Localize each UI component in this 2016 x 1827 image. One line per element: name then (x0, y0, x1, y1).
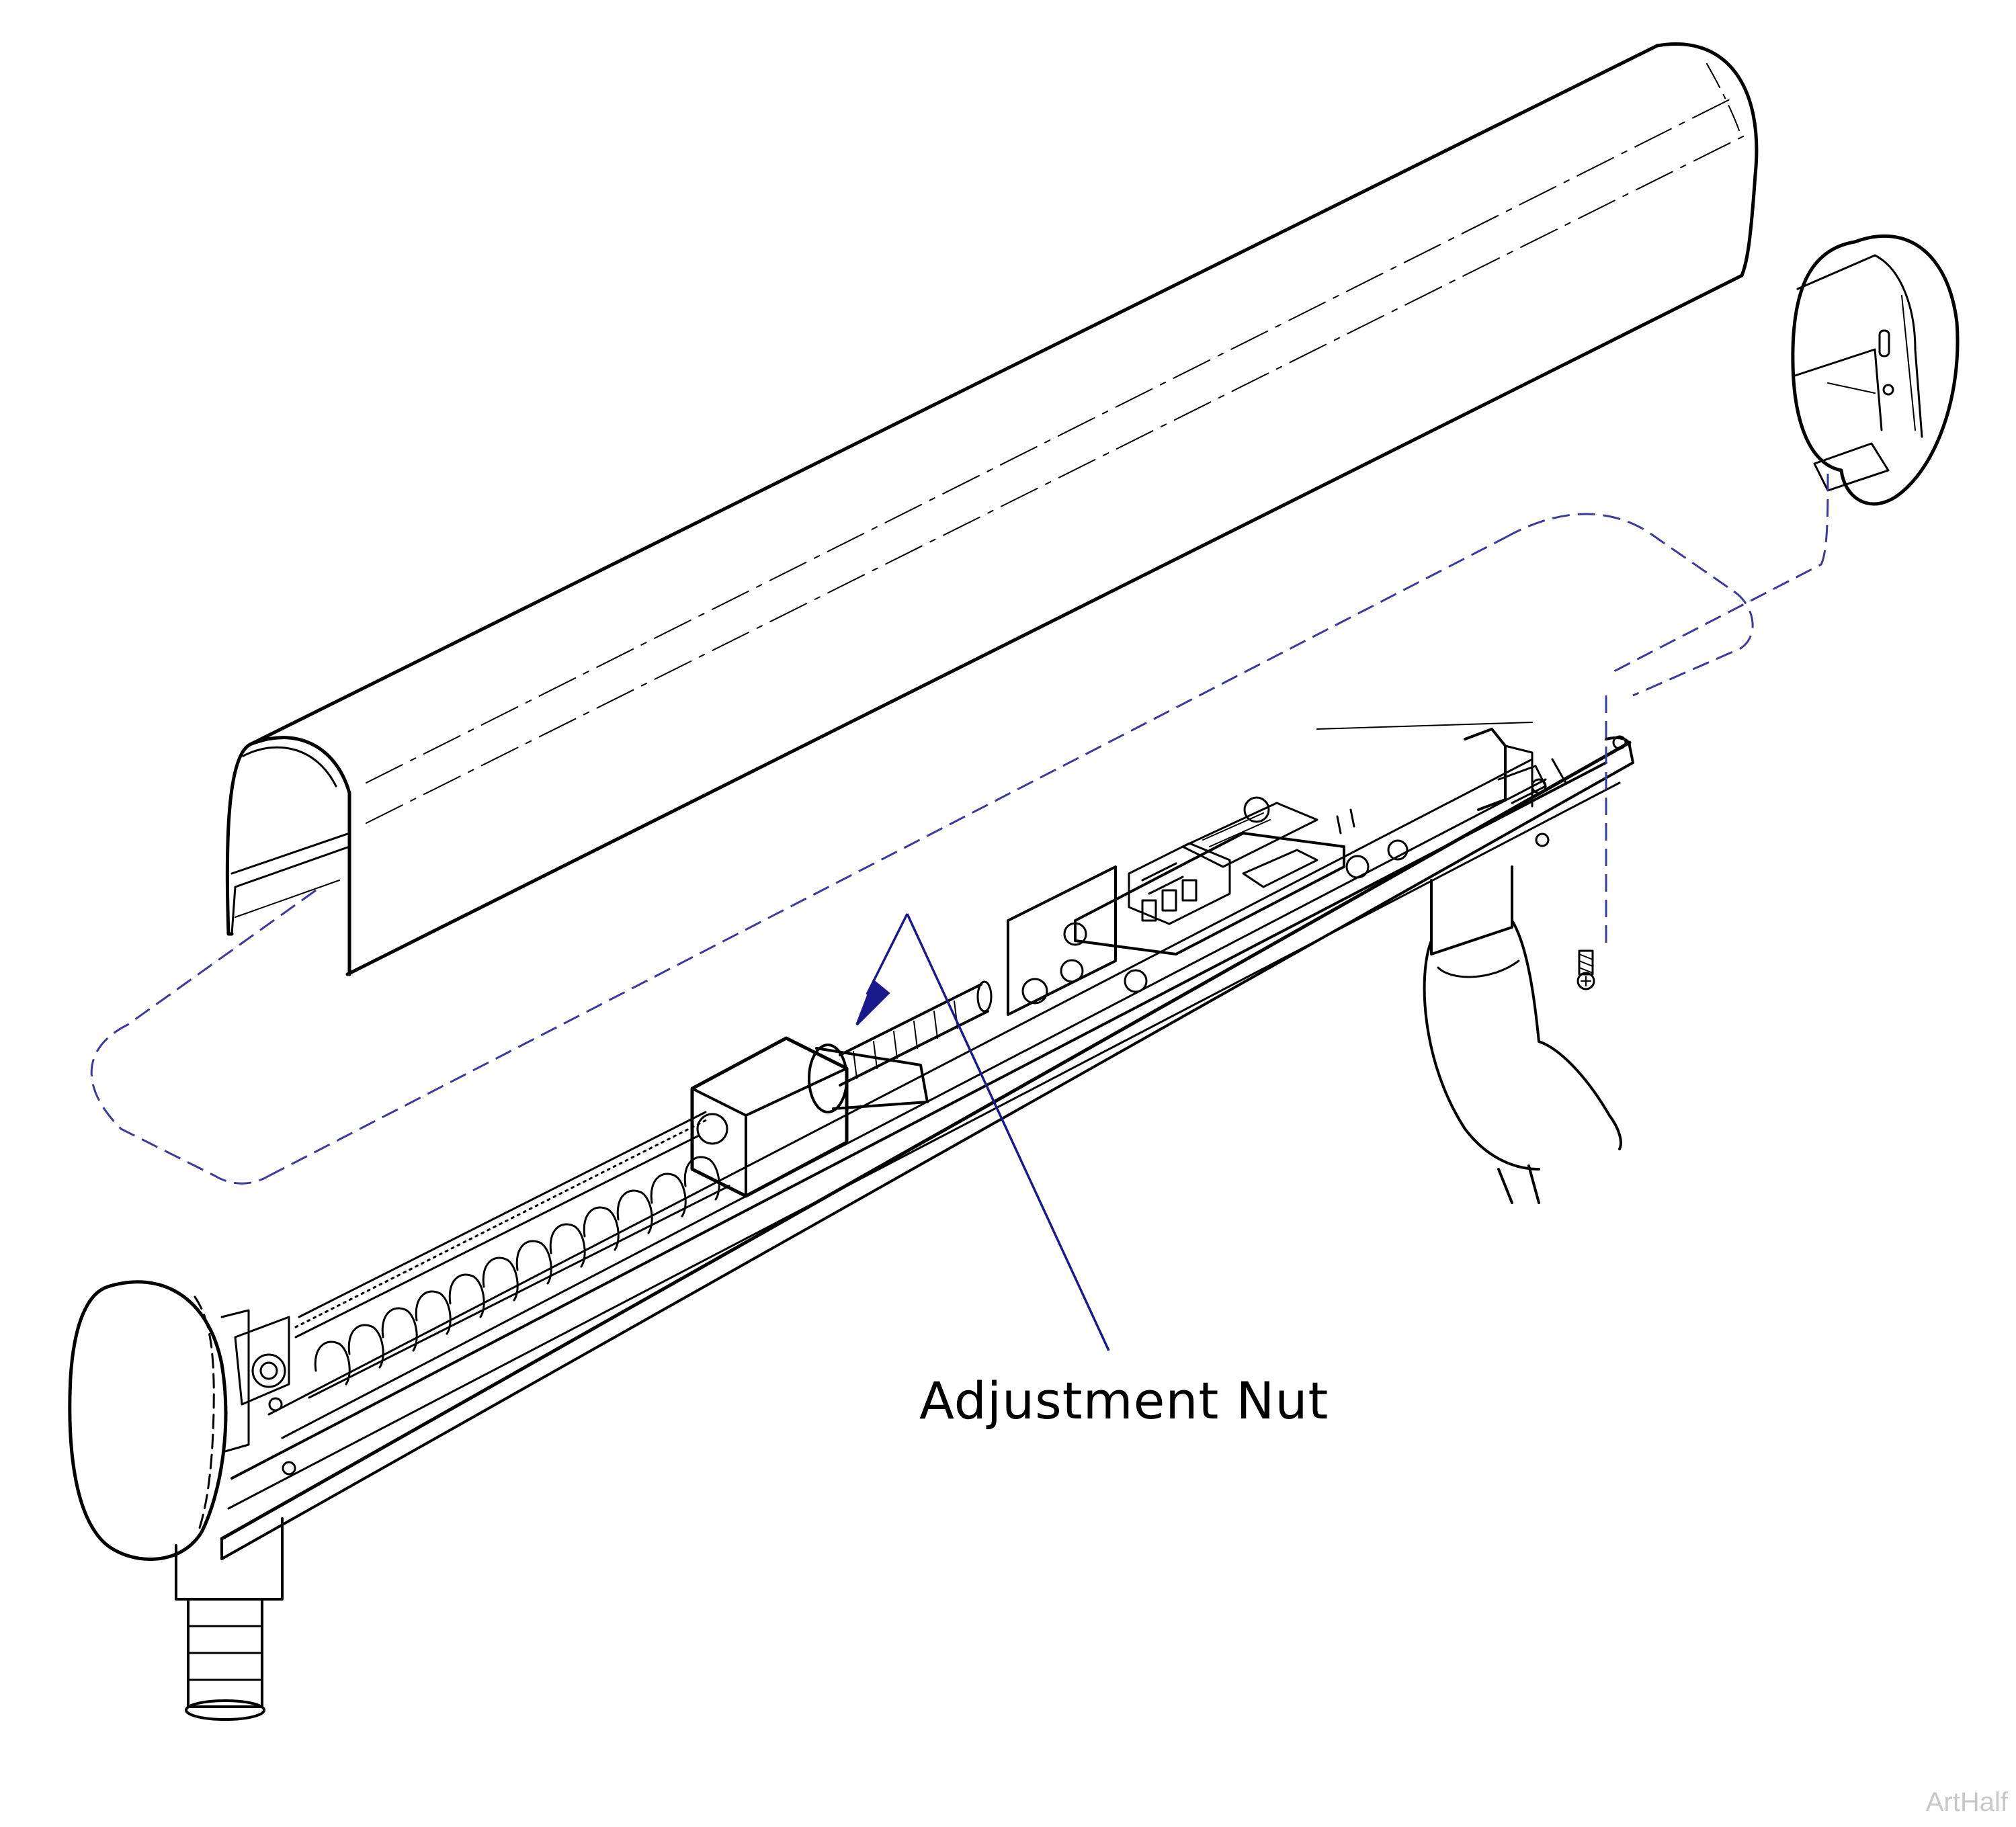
right-brackets (1316, 722, 1567, 811)
circuit-board (1007, 796, 1409, 1016)
spring (294, 1111, 730, 1399)
screw (1577, 949, 1595, 990)
end-cap-right (1791, 234, 1960, 506)
callout-label-adjustment-nut: Adjustment Nut (919, 1371, 1329, 1431)
callout-leader (855, 913, 1110, 1351)
end-cap-left (68, 1280, 290, 1561)
nut-block (690, 980, 993, 1198)
base-rail (220, 735, 1634, 1560)
support-post (175, 1517, 284, 1721)
cable (1423, 919, 1622, 1204)
watermark: ArtHalf (1925, 1787, 2008, 1817)
top-cover (225, 42, 1759, 976)
assembly-dashed-outline (90, 473, 1829, 1185)
callout-arrowhead (855, 979, 890, 1026)
